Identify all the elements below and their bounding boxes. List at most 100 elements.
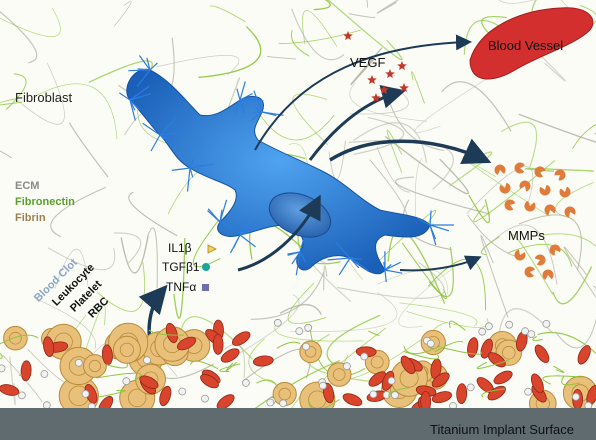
mmp: [515, 163, 525, 174]
filopodium: [430, 225, 436, 245]
ecm-fiber: [199, 27, 261, 78]
ecm-fiber: [450, 152, 492, 186]
rbc: [456, 383, 467, 403]
filopodium: [328, 258, 351, 260]
filopodium: [385, 270, 386, 282]
platelet: [370, 391, 377, 398]
filopodium: [233, 235, 240, 248]
platelet: [467, 384, 474, 391]
leukocyte: [113, 336, 140, 363]
platelet: [296, 328, 303, 335]
filopodium: [240, 100, 263, 101]
ecm-fiber: [399, 303, 477, 326]
ecm-fiber: [519, 114, 596, 146]
rbc: [341, 391, 363, 408]
platelet: [123, 378, 130, 385]
ecm-fiber: [555, 312, 596, 348]
rbc: [0, 383, 20, 398]
filopodium: [237, 89, 240, 100]
ecm-fiber: [148, 228, 158, 288]
platelet: [0, 365, 5, 372]
mmp: [565, 206, 576, 217]
platelet: [75, 359, 82, 366]
mmp: [554, 170, 565, 181]
rbc: [532, 343, 551, 365]
il1b-marker: [208, 245, 216, 253]
ecm-fiber: [541, 56, 565, 81]
fibronectin-label: Fibronectin: [15, 196, 75, 208]
ecm-fiber: [251, 272, 324, 319]
ecm-fiber: [309, 0, 330, 10]
ecm-fiber: [292, 9, 344, 60]
fibrin-label: Fibrin: [15, 212, 46, 224]
vegf-star: [367, 75, 377, 84]
platelet: [427, 340, 434, 347]
il1b-label: IL1β: [168, 241, 192, 255]
mmp: [535, 255, 546, 266]
platelet: [528, 331, 535, 338]
ecm-fiber: [275, 323, 364, 341]
ecm-fiber: [0, 7, 37, 63]
ecm-fiber: [210, 6, 245, 22]
ecm-fiber: [415, 158, 422, 216]
ecm-fiber: [69, 123, 108, 178]
platelet: [179, 388, 186, 395]
mmp: [525, 266, 535, 277]
platelet: [525, 388, 532, 395]
filopodium: [172, 168, 190, 170]
ecm-fiber: [512, 235, 552, 295]
mmp: [519, 181, 530, 192]
ecm-fiber: [481, 237, 499, 255]
leukocyte: [4, 326, 28, 350]
ecm-fiber: [114, 2, 131, 27]
platelet: [202, 395, 209, 402]
mmp: [535, 166, 546, 177]
platelet: [388, 377, 395, 384]
mmp: [505, 199, 516, 210]
rbc: [21, 361, 32, 381]
ecm-fiber: [396, 177, 491, 214]
mmp: [543, 270, 554, 280]
filopodium: [430, 225, 449, 231]
platelet: [343, 363, 350, 370]
tnfa-marker: [202, 284, 209, 291]
filopodium: [240, 235, 256, 247]
vegf-star: [379, 85, 389, 94]
platelet: [144, 357, 151, 364]
platelet: [391, 392, 398, 399]
ecm-fiber: [377, 0, 475, 13]
ecm-fiber: [293, 94, 328, 145]
fibrin-strand: [19, 375, 22, 376]
filopodium: [151, 135, 160, 151]
filopodium: [208, 209, 220, 222]
ecm-fiber: [288, 283, 326, 324]
blood-vessel-label: Blood Vessel: [488, 38, 563, 53]
ecm-fiber: [442, 82, 511, 132]
filopodium: [339, 258, 350, 275]
rbc: [213, 334, 223, 354]
filopodium: [150, 63, 157, 70]
ecm-fiber: [156, 55, 239, 74]
mmp: [514, 250, 525, 261]
ecm-fiber: [388, 230, 444, 304]
ecm-fiber: [114, 233, 141, 264]
tnfa-label: TNFα: [166, 280, 196, 294]
ecm-fiber: [121, 235, 148, 273]
platelet: [361, 353, 368, 360]
ecm-fiber: [350, 83, 427, 122]
platelet: [274, 319, 281, 326]
mmps-label: MMPs: [508, 228, 545, 243]
vegf-label: VEGF: [350, 55, 385, 70]
ecm-fiber: [51, 187, 106, 236]
ecm-fiber: [239, 295, 299, 354]
ecm-fiber: [267, 56, 296, 59]
blood-clot-layer: [0, 319, 596, 417]
mmp: [559, 187, 570, 198]
mmp-molecules: [495, 163, 576, 280]
platelet: [18, 392, 25, 399]
ecm-label: ECM: [15, 180, 39, 192]
platelet: [43, 402, 50, 409]
fibrin-strand: [533, 336, 543, 340]
ecm-fiber: [0, 145, 12, 213]
